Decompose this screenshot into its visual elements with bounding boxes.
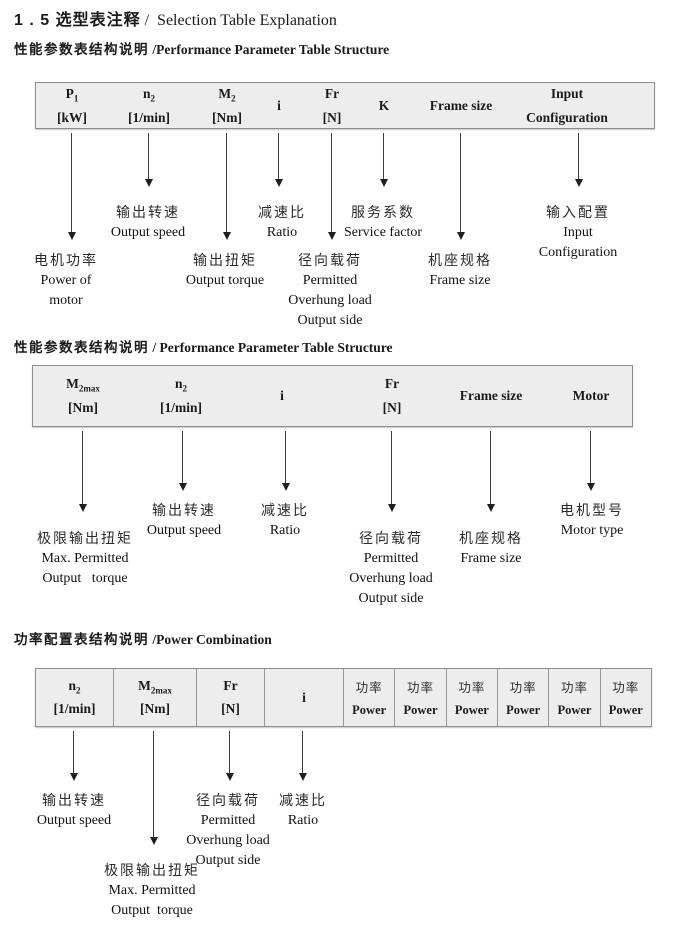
section2-heading-zh: 性能参数表结构说明 (14, 340, 149, 355)
callout-max-output-torque: 极限输出扭矩 Max. Permitted Output torque (37, 530, 133, 586)
section3-heading-zh: 功率配置表结构说明 (14, 632, 149, 647)
callout-overhung-load: 径向载荷 Permitted Overhung load Output side (288, 252, 372, 328)
column-header-input-configuration: Input Configuration (526, 85, 608, 125)
arrow-down-icon (486, 431, 495, 512)
section1-heading-en: /Performance Parameter Table Structure (149, 42, 390, 57)
callout-output-speed: 输出转速 Output speed (36, 792, 112, 828)
callout-overhung-load: 径向载荷 Permitted Overhung load Output side (186, 792, 270, 868)
column-header-motor: Motor (572, 388, 610, 403)
arrow-down-icon (586, 431, 595, 491)
column-header-i: i (264, 669, 343, 726)
column-header-m2: M2 [Nm] (212, 85, 242, 125)
arrow-down-icon (225, 731, 234, 781)
column-header-power-6: 功率 Power (599, 669, 651, 726)
callout-output-speed: 输出转速 Output speed (110, 204, 186, 240)
arrow-down-icon (144, 133, 153, 187)
column-header-power-1: 功率 Power (343, 669, 394, 726)
column-header-power-4: 功率 Power (496, 669, 548, 726)
column-header-fr: Fr [N] (382, 376, 402, 415)
column-header-fr: Fr [N] (196, 669, 264, 726)
arrow-down-icon (387, 431, 396, 512)
callout-ratio: 减速比 Ratio (258, 204, 306, 240)
column-header-m2max: M2max [Nm] (66, 376, 100, 415)
arrow-down-icon (327, 133, 336, 240)
callout-motor-type: 电机型号 Motor type (560, 502, 624, 538)
column-header-power-5: 功率 Power (548, 669, 599, 726)
section1-heading-zh: 性能参数表结构说明 (14, 42, 149, 57)
arrow-down-icon (456, 133, 465, 240)
arrow-down-icon (78, 431, 87, 512)
performance-table-structure-2: M2max [Nm] n2 [1/min] i Fr [N] Frame siz… (32, 365, 633, 427)
arrow-down-icon (574, 133, 583, 187)
column-header-n2: n2 [1/min] (128, 85, 170, 125)
column-header-i: i (277, 97, 281, 113)
arrow-down-icon (281, 431, 290, 491)
callout-output-torque: 输出扭矩 Output torque (185, 252, 265, 288)
column-header-m2max: M2max [Nm] (113, 669, 196, 726)
arrow-down-icon (149, 731, 158, 845)
column-header-i: i (280, 388, 284, 403)
arrow-down-icon (178, 431, 187, 491)
page-title-zh: 1 . 5 选型表注释 (14, 12, 141, 29)
column-header-n2: n2 [1/min] (160, 376, 202, 415)
arrow-down-icon (379, 133, 388, 187)
callout-max-output-torque: 极限输出扭矩 Max. Permitted Output torque (104, 862, 200, 918)
page-title: 1 . 5 选型表注释 / Selection Table Explanatio… (14, 6, 337, 30)
callout-ratio: 减速比 Ratio (261, 502, 309, 538)
performance-table-structure-1: P1 [kW] n2 [1/min] M2 [Nm] i Fr [N] K Fr… (35, 82, 655, 129)
callout-input-configuration: 输入配置 Input Configuration (538, 204, 618, 260)
column-header-fr: Fr [N] (322, 85, 342, 125)
arrow-down-icon (69, 731, 78, 781)
callout-service-factor: 服务系数 Service factor (343, 204, 423, 240)
section1-heading: 性能参数表结构说明 /Performance Parameter Table S… (14, 38, 389, 58)
section2-heading: 性能参数表结构说明 / Performance Parameter Table … (14, 336, 393, 356)
arrow-down-icon (274, 133, 283, 187)
arrow-down-icon (67, 133, 76, 240)
arrow-down-icon (298, 731, 307, 781)
section3-heading-en: /Power Combination (149, 632, 272, 647)
column-header-p1: P1 [kW] (57, 85, 87, 125)
callout-power-of-motor: 电机功率 Power of motor (34, 252, 98, 308)
callout-frame-size: 机座规格 Frame size (459, 530, 523, 566)
column-header-k: K (378, 97, 390, 113)
page-title-en: / Selection Table Explanation (140, 12, 337, 29)
column-header-frame-size: Frame size (429, 97, 493, 113)
column-header-power-2: 功率 Power (394, 669, 445, 726)
section2-heading-en: / Performance Parameter Table Structure (149, 340, 393, 355)
section3-heading: 功率配置表结构说明 /Power Combination (14, 628, 272, 648)
column-header-n2: n2 [1/min] (53, 678, 96, 716)
callout-overhung-load: 径向载荷 Permitted Overhung load Output side (349, 530, 433, 606)
callout-frame-size: 机座规格 Frame size (428, 252, 492, 288)
arrow-down-icon (222, 133, 231, 240)
power-combination-table: n2 [1/min] M2max [Nm] Fr [N] i 功率 Power … (35, 668, 652, 727)
callout-output-speed: 输出转速 Output speed (146, 502, 222, 538)
column-header-power-3: 功率 Power (445, 669, 497, 726)
column-header-frame-size: Frame size (459, 388, 523, 403)
callout-ratio: 减速比 Ratio (279, 792, 327, 828)
